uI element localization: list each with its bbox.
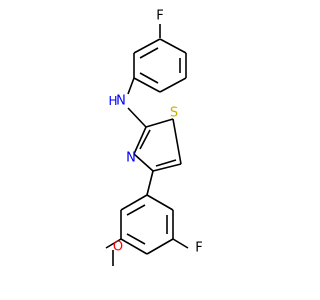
bond-top-ring-inner-2	[139, 72, 159, 84]
thiazole-sulfur-label: S	[170, 106, 178, 121]
bond-lower-ring-1	[120, 194, 148, 211]
atom-labels: F N H S N O F	[108, 9, 202, 256]
bond-top-ring-6	[159, 38, 187, 54]
bond-nh-to-thiazole	[127, 107, 147, 128]
bond-lower-ring-to-f	[172, 238, 189, 249]
bond-lower-ring-to-o	[105, 238, 122, 249]
bond-top-ring-3	[133, 77, 161, 93]
amine-n-label: N	[116, 94, 126, 109]
bond-top-ring-inner-1	[139, 47, 159, 59]
thiazole-nitrogen-label: N	[126, 151, 136, 166]
bond-thiazole-n3-c2	[133, 126, 147, 155]
bond-lower-ring-3	[120, 238, 148, 255]
bond-thiazole-s-c5	[172, 118, 182, 165]
fluorine-top-label: F	[156, 9, 163, 24]
fluorine-bottom-label: F	[195, 241, 202, 256]
bond-lower-ring-4	[146, 238, 174, 255]
molecule-structure: F N H S N O F	[105, 9, 203, 266]
bond-lower-ring-inner-2	[126, 233, 146, 245]
amine-h-label: H	[108, 94, 117, 108]
bond-top-ring-to-nh	[127, 77, 135, 95]
bonds	[105, 24, 189, 266]
bond-top-ring-1	[133, 38, 161, 54]
methoxy-oxygen-label: O	[113, 240, 123, 255]
bond-thiazole-inner-c4-c5	[155, 159, 177, 167]
bond-lower-ring-6	[146, 194, 174, 211]
bond-thiazole-inner-c2-n3	[139, 129, 151, 150]
bond-thiazole-c4-n3	[133, 153, 154, 172]
bond-thiazole-c5-c4	[152, 163, 182, 172]
bond-top-ring-4	[159, 77, 187, 93]
bond-lower-ring-inner-1	[126, 204, 146, 216]
bond-thiazole-c2-s	[145, 118, 174, 128]
bond-thiazole-to-lower-ring	[146, 170, 154, 196]
